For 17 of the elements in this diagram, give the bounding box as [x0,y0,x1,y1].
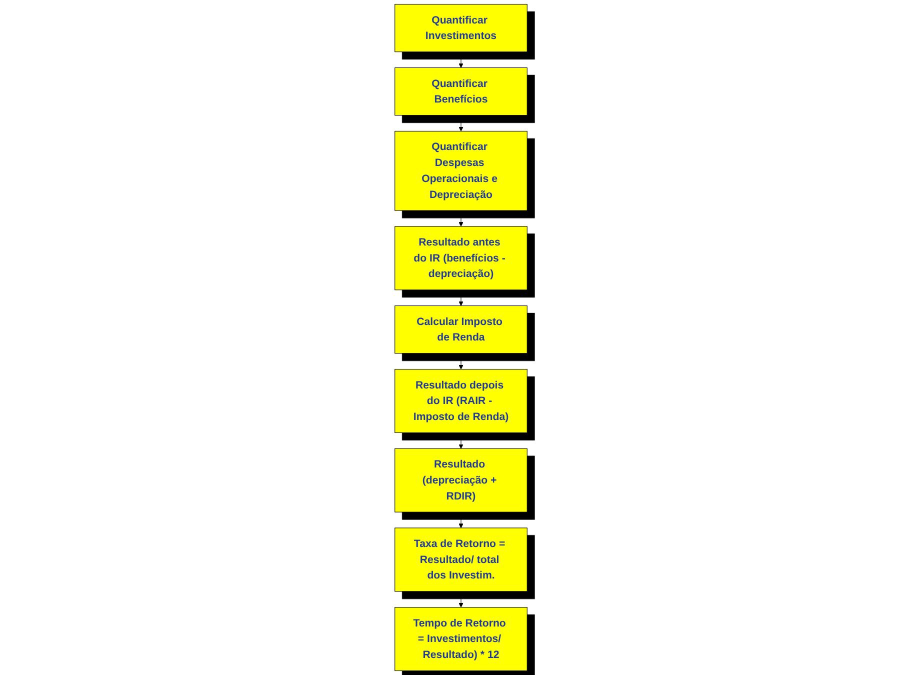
arrow [458,353,463,370]
node-box: Quantificar Investimentos [394,4,527,52]
node-box: Tempo de Retorno = Investimentos/ Resultado) * 12 [394,607,527,672]
arrow [458,512,463,528]
arrow [458,432,463,449]
arrow [458,290,463,306]
node-box: Quantificar Despesas Operacionais e Depreciação [394,130,527,211]
arrow [458,115,463,132]
arrow [458,591,463,608]
node-box: Taxa de Retorno = Resultado/ total dos Investim. [394,528,527,592]
node-box: Resultado antes do IR (benefícios - depreciação) [394,226,527,290]
node-box: Resultado (depreciação + RDIR) [394,448,527,512]
node-box: Resultado depois do IR (RAIR - Imposto de Renda) [394,368,527,433]
arrow [458,52,463,68]
arrow [458,210,463,227]
node-box: Quantificar Benefícios [394,67,527,116]
node-box: Calcular Imposto de Renda [394,306,527,354]
